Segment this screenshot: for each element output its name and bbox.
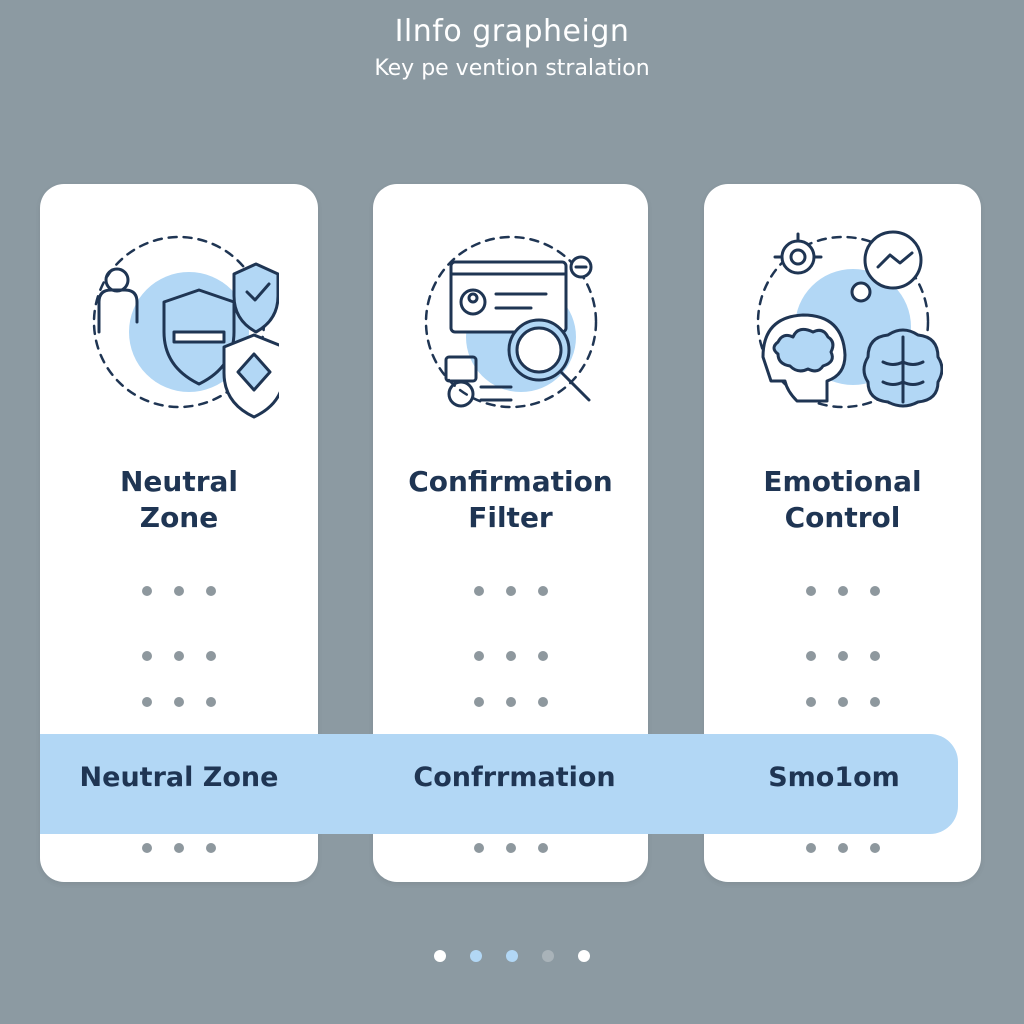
page-dot-1[interactable] <box>434 950 446 962</box>
dot <box>538 697 548 707</box>
dot <box>838 697 848 707</box>
dot <box>870 586 880 596</box>
ellipsis-dots <box>129 697 229 707</box>
magnifier-document-icon <box>411 222 611 422</box>
dot <box>838 843 848 853</box>
dot <box>174 843 184 853</box>
dot <box>142 843 152 853</box>
ellipsis-dots <box>793 651 893 661</box>
dot <box>806 697 816 707</box>
dot <box>206 651 216 661</box>
dot <box>870 843 880 853</box>
dot <box>870 651 880 661</box>
dot <box>206 843 216 853</box>
dot <box>474 586 484 596</box>
dot <box>474 843 484 853</box>
dot <box>142 586 152 596</box>
dot <box>174 586 184 596</box>
dot <box>538 843 548 853</box>
ellipsis-dots <box>793 697 893 707</box>
card-title: Emotional Control <box>763 465 922 534</box>
highlight-band <box>40 734 958 834</box>
page-title: Ilnfo graрheign <box>394 14 630 49</box>
ellipsis-dots <box>793 843 893 853</box>
dot <box>806 843 816 853</box>
shield-security-icon <box>79 222 279 422</box>
dot <box>142 697 152 707</box>
page-dot-5[interactable] <box>578 950 590 962</box>
page-dot-3[interactable] <box>506 950 518 962</box>
card-title: Neutral Zone <box>119 465 239 534</box>
dot <box>174 651 184 661</box>
dot <box>206 697 216 707</box>
dot <box>506 843 516 853</box>
card-title: Confirmation Filter <box>408 465 613 534</box>
dot <box>474 697 484 707</box>
dot <box>174 697 184 707</box>
ellipsis-dots <box>461 843 561 853</box>
dot <box>506 586 516 596</box>
dot <box>538 651 548 661</box>
dot <box>838 651 848 661</box>
ellipsis-dots <box>129 651 229 661</box>
dot <box>870 697 880 707</box>
ellipsis-dots <box>461 586 561 596</box>
dot <box>538 586 548 596</box>
brain-head-icon <box>743 222 943 422</box>
page-subtitle: Key pe vention stralation <box>374 56 650 81</box>
dot <box>206 586 216 596</box>
ellipsis-dots <box>129 843 229 853</box>
pagination <box>0 950 1024 962</box>
page-dot-4[interactable] <box>542 950 554 962</box>
page-dot-2[interactable] <box>470 950 482 962</box>
ellipsis-dots <box>461 651 561 661</box>
band-label-neutral-zone[interactable]: Neutral Zone <box>79 762 279 793</box>
band-label-confirmation[interactable]: Confrrmation <box>413 762 616 793</box>
ellipsis-dots <box>129 586 229 596</box>
dot <box>506 651 516 661</box>
ellipsis-dots <box>461 697 561 707</box>
dot <box>142 651 152 661</box>
dot <box>806 651 816 661</box>
ellipsis-dots <box>793 586 893 596</box>
band-label-smolom[interactable]: Smo1om <box>768 762 900 793</box>
dot <box>506 697 516 707</box>
dot <box>838 586 848 596</box>
dot <box>806 586 816 596</box>
dot <box>474 651 484 661</box>
